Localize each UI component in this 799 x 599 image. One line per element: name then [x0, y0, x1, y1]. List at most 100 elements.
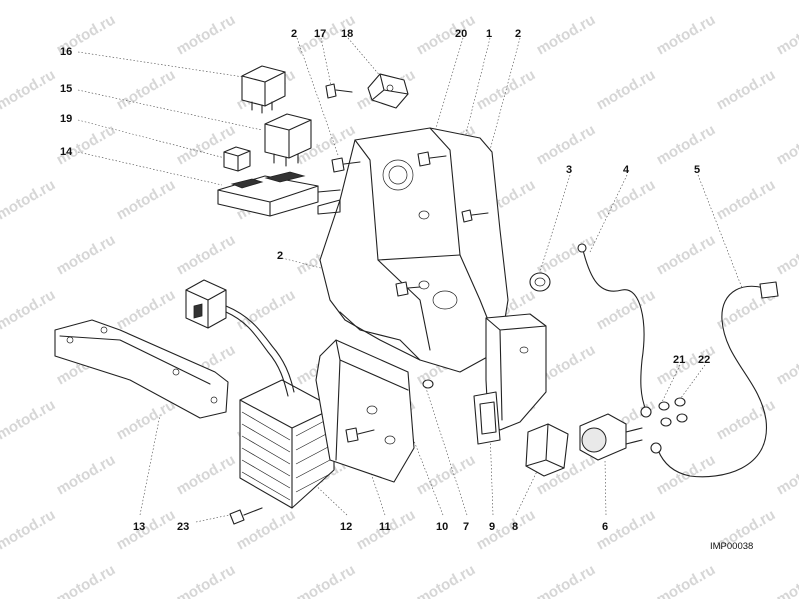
- watermark-text: motod.ru: [774, 121, 799, 168]
- callout-13: 13: [133, 521, 145, 533]
- watermark-text: motod.ru: [654, 11, 719, 58]
- bracket-8: [485, 313, 547, 431]
- cable-5: [650, 281, 779, 478]
- watermark-text: motod.ru: [114, 176, 179, 223]
- image-code: IMP00038: [710, 541, 753, 552]
- watermark-text: motod.ru: [534, 11, 599, 58]
- watermark-text: motod.ru: [174, 561, 239, 599]
- mounting-plate-13: [54, 319, 229, 419]
- relay-19: [223, 146, 251, 172]
- watermark-text: motod.ru: [114, 506, 179, 553]
- callout-23: 23: [177, 521, 189, 533]
- watermark-text: motod.ru: [654, 561, 719, 599]
- callout-4: 4: [623, 164, 630, 176]
- watermark-text: motod.ru: [414, 561, 479, 599]
- watermark-text: motod.ru: [354, 0, 419, 3]
- watermark-text: motod.ru: [234, 286, 299, 333]
- watermark-text: motod.ru: [234, 0, 299, 3]
- watermark-text: motod.ru: [774, 11, 799, 58]
- main-bracket-1: [317, 127, 509, 373]
- screw-2-upper: [331, 157, 361, 173]
- watermark-text: motod.ru: [54, 121, 119, 168]
- watermark-text: motod.ru: [774, 231, 799, 278]
- watermark-text: motod.ru: [714, 176, 779, 223]
- callout-7: 7: [463, 521, 469, 533]
- screw-17: [325, 83, 353, 99]
- grommet-3: [529, 272, 551, 292]
- relay-16: [241, 65, 286, 114]
- callout-10: 10: [436, 521, 448, 533]
- callout-9: 9: [489, 521, 495, 533]
- cover-10: [525, 423, 569, 477]
- callout-16: 16: [60, 46, 72, 58]
- watermark-text: motod.ru: [654, 121, 719, 168]
- callout-12: 12: [340, 521, 352, 533]
- starter-solenoid: [579, 413, 643, 461]
- callout-3: 3: [566, 164, 572, 176]
- watermark-text: motod.ru: [0, 506, 58, 553]
- watermark-text: motod.ru: [0, 286, 58, 333]
- watermark-text: motod.ru: [774, 561, 799, 599]
- callout-22: 22: [698, 354, 710, 366]
- watermark-text: motod.ru: [414, 11, 479, 58]
- watermark-text: motod.ru: [0, 396, 58, 443]
- watermark-text: motod.ru: [474, 506, 539, 553]
- screw-20: [417, 151, 447, 167]
- cable-4: [577, 243, 652, 418]
- watermark-text: motod.ru: [294, 561, 359, 599]
- callout-21: 21: [673, 354, 685, 366]
- voltage-regulator-12: [239, 379, 335, 509]
- washer-7: [422, 379, 434, 389]
- watermark-text: motod.ru: [414, 451, 479, 498]
- watermark-text: motod.ru: [594, 286, 659, 333]
- callout-8: 8: [512, 521, 518, 533]
- callout-2-middle: 2: [277, 250, 283, 262]
- screw-11: [345, 427, 375, 443]
- watermark-text: motod.ru: [534, 121, 599, 168]
- callout-15: 15: [60, 83, 72, 95]
- relay-15: [264, 113, 312, 167]
- watermark-text: motod.ru: [654, 231, 719, 278]
- clip-9: [473, 391, 501, 445]
- watermark-text: motod.ru: [114, 66, 179, 113]
- watermark-text: motod.ru: [54, 451, 119, 498]
- watermark-text: motod.ru: [114, 0, 179, 3]
- watermark-text: motod.ru: [174, 451, 239, 498]
- watermark-text: motod.ru: [174, 231, 239, 278]
- watermark-text: motod.ru: [774, 341, 799, 388]
- watermark-text: motod.ru: [174, 11, 239, 58]
- watermark-text: motod.ru: [0, 0, 58, 3]
- bracket-18: [367, 73, 409, 109]
- callout-2-top: 2: [291, 28, 297, 40]
- watermark-text: motod.ru: [234, 506, 299, 553]
- callout-18: 18: [341, 28, 353, 40]
- relay-holder-14: [217, 171, 341, 217]
- screw-2-right: [461, 209, 489, 223]
- watermark-text: motod.ru: [534, 561, 599, 599]
- watermark-text: motod.ru: [474, 0, 539, 3]
- watermark-text: motod.ru: [0, 66, 58, 113]
- screw-2-lower: [395, 281, 421, 297]
- callout-20: 20: [455, 28, 467, 40]
- callout-6: 6: [602, 521, 608, 533]
- watermark-text: motod.ru: [114, 396, 179, 443]
- callout-19: 19: [60, 113, 72, 125]
- callout-17: 17: [314, 28, 326, 40]
- plate-11: [315, 339, 415, 483]
- watermark-text: motod.ru: [594, 176, 659, 223]
- watermark-text: motod.ru: [54, 231, 119, 278]
- watermark-text: motod.ru: [0, 176, 58, 223]
- watermark-text: motod.ru: [774, 451, 799, 498]
- watermark-text: motod.ru: [714, 0, 779, 3]
- watermark-text: motod.ru: [594, 66, 659, 113]
- watermark-text: motod.ru: [714, 66, 779, 113]
- regulator-connector: [185, 279, 295, 397]
- callout-1: 1: [486, 28, 492, 40]
- nuts-washers-21-22: [658, 397, 688, 427]
- watermark-text: motod.ru: [534, 231, 599, 278]
- watermark-text: motod.ru: [114, 286, 179, 333]
- callout-2-right: 2: [515, 28, 521, 40]
- watermark-text: motod.ru: [54, 561, 119, 599]
- screw-23: [229, 507, 263, 525]
